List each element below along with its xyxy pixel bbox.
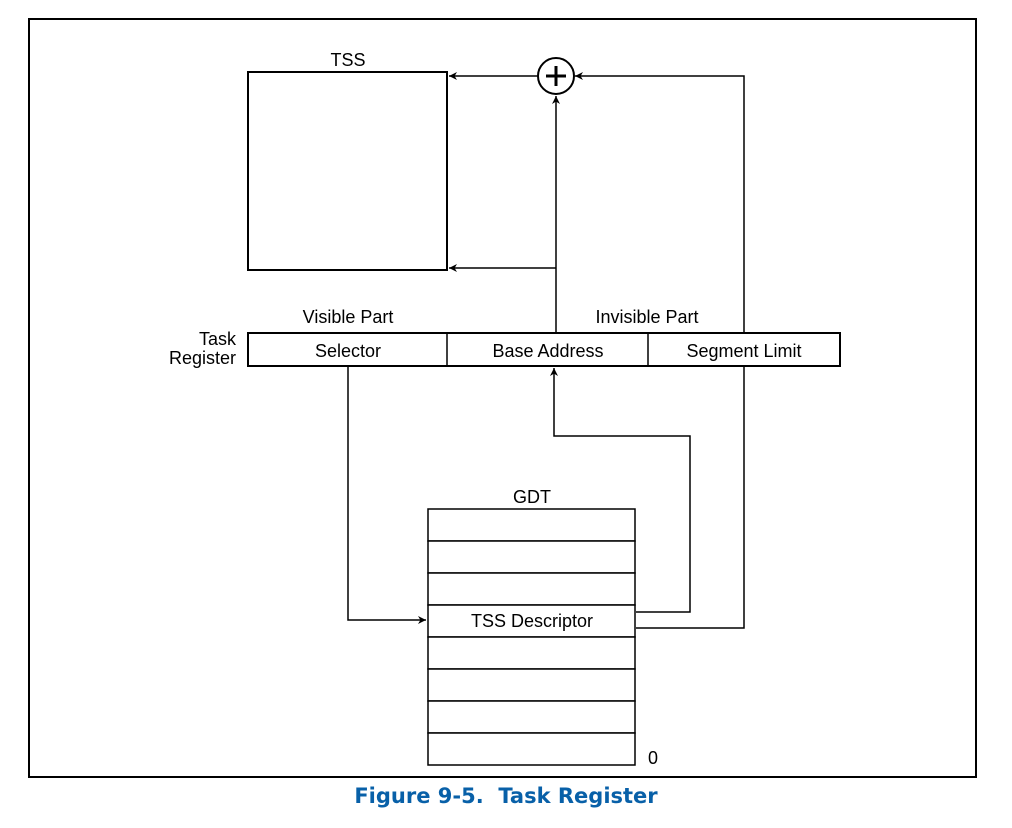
task-register-box xyxy=(247,332,841,367)
figure-number: Figure 9-5. xyxy=(354,784,484,808)
gdt-row xyxy=(427,732,636,766)
figure-frame xyxy=(28,18,977,778)
figure-title: Task Register xyxy=(498,784,658,808)
visible-part-label: Visible Part xyxy=(303,307,394,327)
segment-limit-field: Segment Limit xyxy=(686,341,801,361)
figure-caption: Figure 9-5. Task Register xyxy=(0,784,1012,808)
segment-limit-to-adder-arrow xyxy=(575,72,745,332)
gdt-row xyxy=(427,668,636,702)
task-register: Selector Base Address Segment Limit xyxy=(247,332,841,367)
gdt-row xyxy=(427,508,636,542)
descriptor-to-segment-limit-line xyxy=(636,366,745,629)
gdt-row xyxy=(427,700,636,734)
selector-to-descriptor-arrow xyxy=(347,366,426,624)
gdt-row xyxy=(427,572,636,606)
tss-label: TSS xyxy=(330,50,365,70)
gdt-bottom-index: 0 xyxy=(648,748,658,768)
task-register-label-line2: Register xyxy=(169,348,236,368)
gdt-label: GDT xyxy=(513,487,551,507)
base-address-field: Base Address xyxy=(492,341,603,361)
gdt-row xyxy=(427,540,636,574)
task-register-label-line1: Task xyxy=(199,329,237,349)
invisible-part-label: Invisible Part xyxy=(595,307,698,327)
tss-segment-box xyxy=(247,71,448,271)
selector-field: Selector xyxy=(315,341,381,361)
descriptor-to-base-address-arrow xyxy=(550,368,691,613)
gdt-table xyxy=(427,508,636,766)
gdt-row xyxy=(427,636,636,670)
gdt-descriptor-label: TSS Descriptor xyxy=(471,611,593,631)
